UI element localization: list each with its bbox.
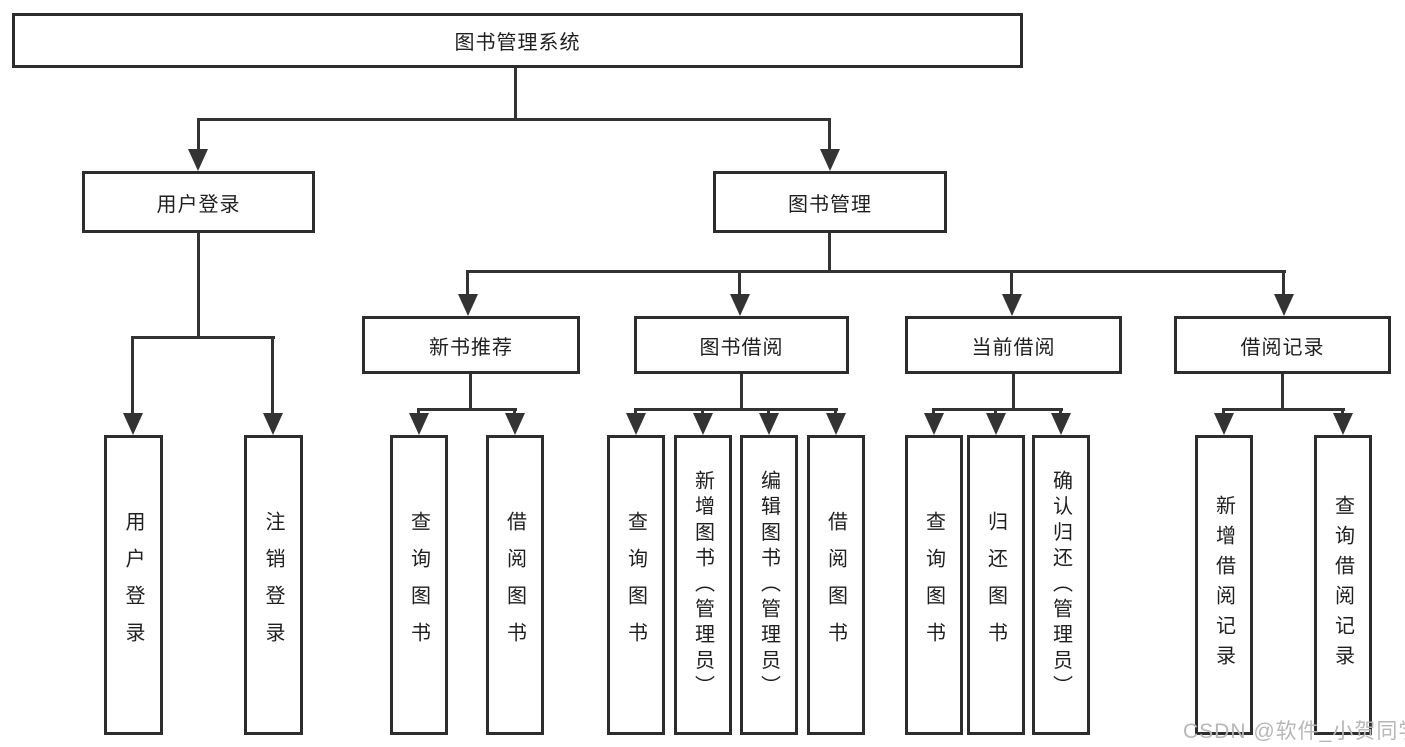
arrowhead-log-child1 — [1214, 413, 1234, 435]
connector-user-child1 — [131, 336, 134, 413]
leaf-borrow-edit-books: 编辑图书（管理员） — [740, 435, 798, 735]
arrowhead-sec4 — [1274, 294, 1294, 316]
leaf-current-confirm-return-label: 确认归还（管理员） — [1049, 469, 1072, 701]
leaf-user-login: 用户登录 — [104, 435, 163, 735]
arrowhead-user-child2 — [263, 413, 283, 435]
connector-bor-child1 — [634, 408, 637, 413]
arrowhead-cur-child1 — [924, 413, 944, 435]
arrowhead-sec3 — [1002, 294, 1022, 316]
node-current-borrow-label: 当前借阅 — [971, 336, 1056, 359]
node-book-borrow-label: 图书借阅 — [699, 336, 784, 359]
arrowhead-sec1 — [458, 294, 478, 316]
connector-root-stem — [514, 68, 517, 118]
arrowhead-bor-child2 — [693, 413, 713, 435]
arrowhead-cur-child2 — [986, 413, 1006, 435]
connector-cur-child3 — [1059, 408, 1062, 413]
leaf-records-add-record: 新增借阅记录 — [1195, 435, 1253, 735]
connector-cur-stem — [1012, 374, 1015, 408]
node-borrow-records: 借阅记录 — [1174, 316, 1391, 374]
arrowhead-cur-child3 — [1051, 413, 1071, 435]
arrowhead-bor-child3 — [759, 413, 779, 435]
leaf-borrow-add-books-label: 新增图书（管理员） — [691, 469, 714, 701]
arrowhead-log-child2 — [1333, 413, 1353, 435]
leaf-borrow-query-books-label: 查询图书 — [624, 511, 647, 659]
connector-log-child2 — [1341, 408, 1344, 413]
leaf-current-return-books: 归还图书 — [967, 435, 1025, 735]
connector-cur-child2 — [994, 408, 997, 413]
leaf-recommend-borrow-books: 借阅图书 — [486, 435, 544, 735]
connector-sec1-arm — [466, 270, 469, 294]
node-new-book-recommend-label: 新书推荐 — [429, 336, 513, 359]
connector-user-hbar — [131, 336, 275, 339]
node-borrow-records-label: 借阅记录 — [1240, 336, 1325, 359]
leaf-records-query-record-label: 查询借阅记录 — [1331, 495, 1354, 675]
connector-bor-hbar — [634, 408, 838, 411]
connector-bor-child3 — [767, 408, 770, 413]
node-user-login-branch: 用户登录 — [82, 171, 315, 233]
connector-sec4-arm — [1282, 270, 1285, 294]
leaf-current-return-books-label: 归还图书 — [984, 511, 1007, 659]
leaf-recommend-query-books-label: 查询图书 — [407, 511, 430, 659]
connector-bor-child2 — [701, 408, 704, 413]
connector-log-hbar — [1222, 408, 1345, 411]
leaf-borrow-borrow-books: 借阅图书 — [807, 435, 865, 735]
leaf-user-login-label: 用户登录 — [122, 511, 144, 659]
connector-rec-child1 — [417, 408, 420, 413]
node-root: 图书管理系统 — [12, 13, 1023, 68]
leaf-user-logout-label: 注销登录 — [262, 511, 284, 659]
leaf-borrow-query-books: 查询图书 — [607, 435, 665, 735]
connector-rec-hbar — [417, 408, 517, 411]
leaf-recommend-query-books: 查询图书 — [390, 435, 448, 735]
leaf-borrow-edit-books-label: 编辑图书（管理员） — [757, 469, 780, 701]
watermark-text: CSDN @软件_小贺同学 — [1183, 720, 1405, 743]
connector-book-stem — [828, 233, 831, 270]
leaf-current-query-books: 查询图书 — [905, 435, 963, 735]
arrowhead-book — [820, 149, 840, 171]
leaf-current-query-books-label: 查询图书 — [922, 511, 945, 659]
leaf-borrow-borrow-books-label: 借阅图书 — [824, 511, 847, 659]
connector-sec2-arm — [738, 270, 741, 294]
leaf-borrow-add-books: 新增图书（管理员） — [674, 435, 732, 735]
connector-rec-stem — [469, 374, 472, 408]
connector-log-child1 — [1222, 408, 1225, 413]
connector-bor-stem — [740, 374, 743, 408]
leaf-user-logout: 注销登录 — [244, 435, 303, 735]
connector-user-child2 — [271, 336, 274, 413]
node-current-borrow: 当前借阅 — [905, 316, 1122, 374]
node-book-management: 图书管理 — [713, 171, 947, 233]
node-book-management-label: 图书管理 — [788, 193, 872, 216]
node-user-login-branch-label: 用户登录 — [156, 193, 241, 216]
arrowhead-rec-child2 — [505, 413, 525, 435]
connector-book-arm — [828, 118, 831, 149]
node-new-book-recommend: 新书推荐 — [362, 316, 580, 374]
leaf-records-add-record-label: 新增借阅记录 — [1212, 495, 1235, 675]
leaf-recommend-borrow-books-label: 借阅图书 — [503, 511, 526, 659]
leaf-current-confirm-return: 确认归还（管理员） — [1032, 435, 1090, 735]
node-root-label: 图书管理系统 — [454, 32, 581, 54]
arrowhead-bor-child4 — [826, 413, 846, 435]
connector-cur-child1 — [932, 408, 935, 413]
connector-user-arm — [197, 118, 200, 149]
node-book-borrow: 图书借阅 — [634, 316, 849, 374]
connector-cur-hbar — [932, 408, 1063, 411]
leaf-records-query-record: 查询借阅记录 — [1314, 435, 1372, 735]
connector-sec3-arm — [1010, 270, 1013, 294]
connector-user-stem — [197, 233, 200, 336]
arrowhead-sec2 — [730, 294, 750, 316]
arrowhead-user — [188, 149, 208, 171]
connector-bor-child4 — [834, 408, 837, 413]
connector-book-hbar — [466, 270, 1286, 273]
connector-log-stem — [1281, 374, 1284, 408]
arrowhead-user-child1 — [123, 413, 143, 435]
connector-rec-child2 — [513, 408, 516, 413]
arrowhead-bor-child1 — [626, 413, 646, 435]
watermark: CSDN @软件_小贺同学 — [1183, 715, 1405, 745]
arrowhead-rec-child1 — [409, 413, 429, 435]
connector-root-hbar — [197, 118, 831, 121]
